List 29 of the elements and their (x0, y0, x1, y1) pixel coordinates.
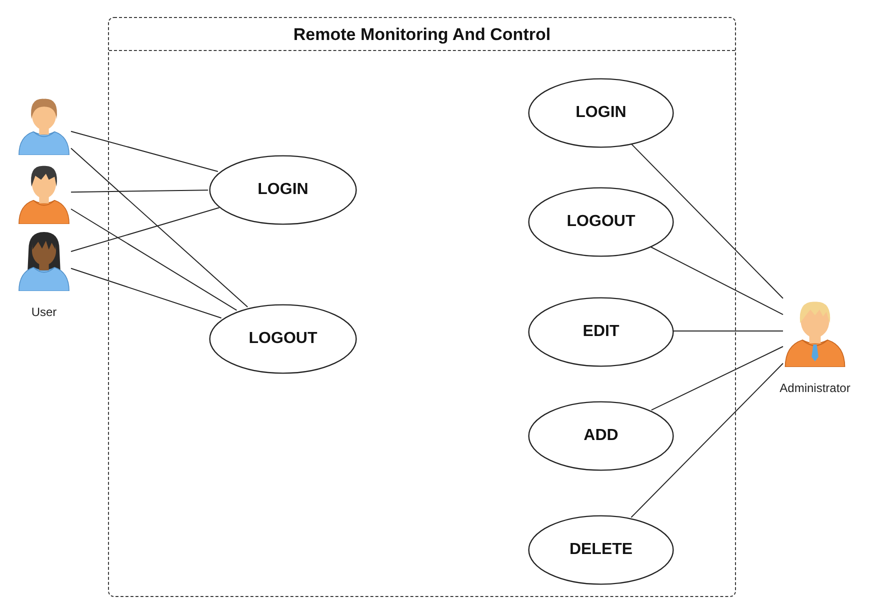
association-line (630, 362, 784, 518)
association-line (70, 148, 248, 308)
use-case-ellipse (528, 78, 674, 148)
use-case-ellipse (209, 155, 357, 225)
use-case-label: LOGOUT (566, 214, 636, 230)
association-line (70, 130, 218, 172)
association-line (650, 346, 784, 411)
association-line (630, 143, 784, 299)
use-case-ellipse (528, 187, 674, 257)
association-line (649, 246, 784, 316)
association-line (672, 330, 784, 332)
use-case-label: EDIT (582, 324, 620, 340)
system-title: Remote Monitoring And Control (293, 26, 551, 42)
use-case-label: LOGIN (258, 182, 308, 198)
use-case-label: DELETE (569, 542, 633, 558)
use-case-ellipse (528, 297, 674, 367)
association-line (70, 268, 222, 318)
actor-name: User (31, 306, 57, 318)
actor-name: Administrator (780, 382, 850, 394)
use-case-ellipse (528, 401, 674, 471)
system-boundary (108, 17, 736, 597)
association-line (70, 207, 220, 252)
association-line (70, 208, 238, 311)
association-line (70, 190, 208, 193)
use-case-label: ADD (584, 428, 618, 444)
use-case-ellipse (209, 304, 357, 374)
use-case-label: LOGOUT (248, 331, 318, 347)
use-case-label: LOGIN (576, 105, 626, 121)
use-case-ellipse (528, 515, 674, 585)
